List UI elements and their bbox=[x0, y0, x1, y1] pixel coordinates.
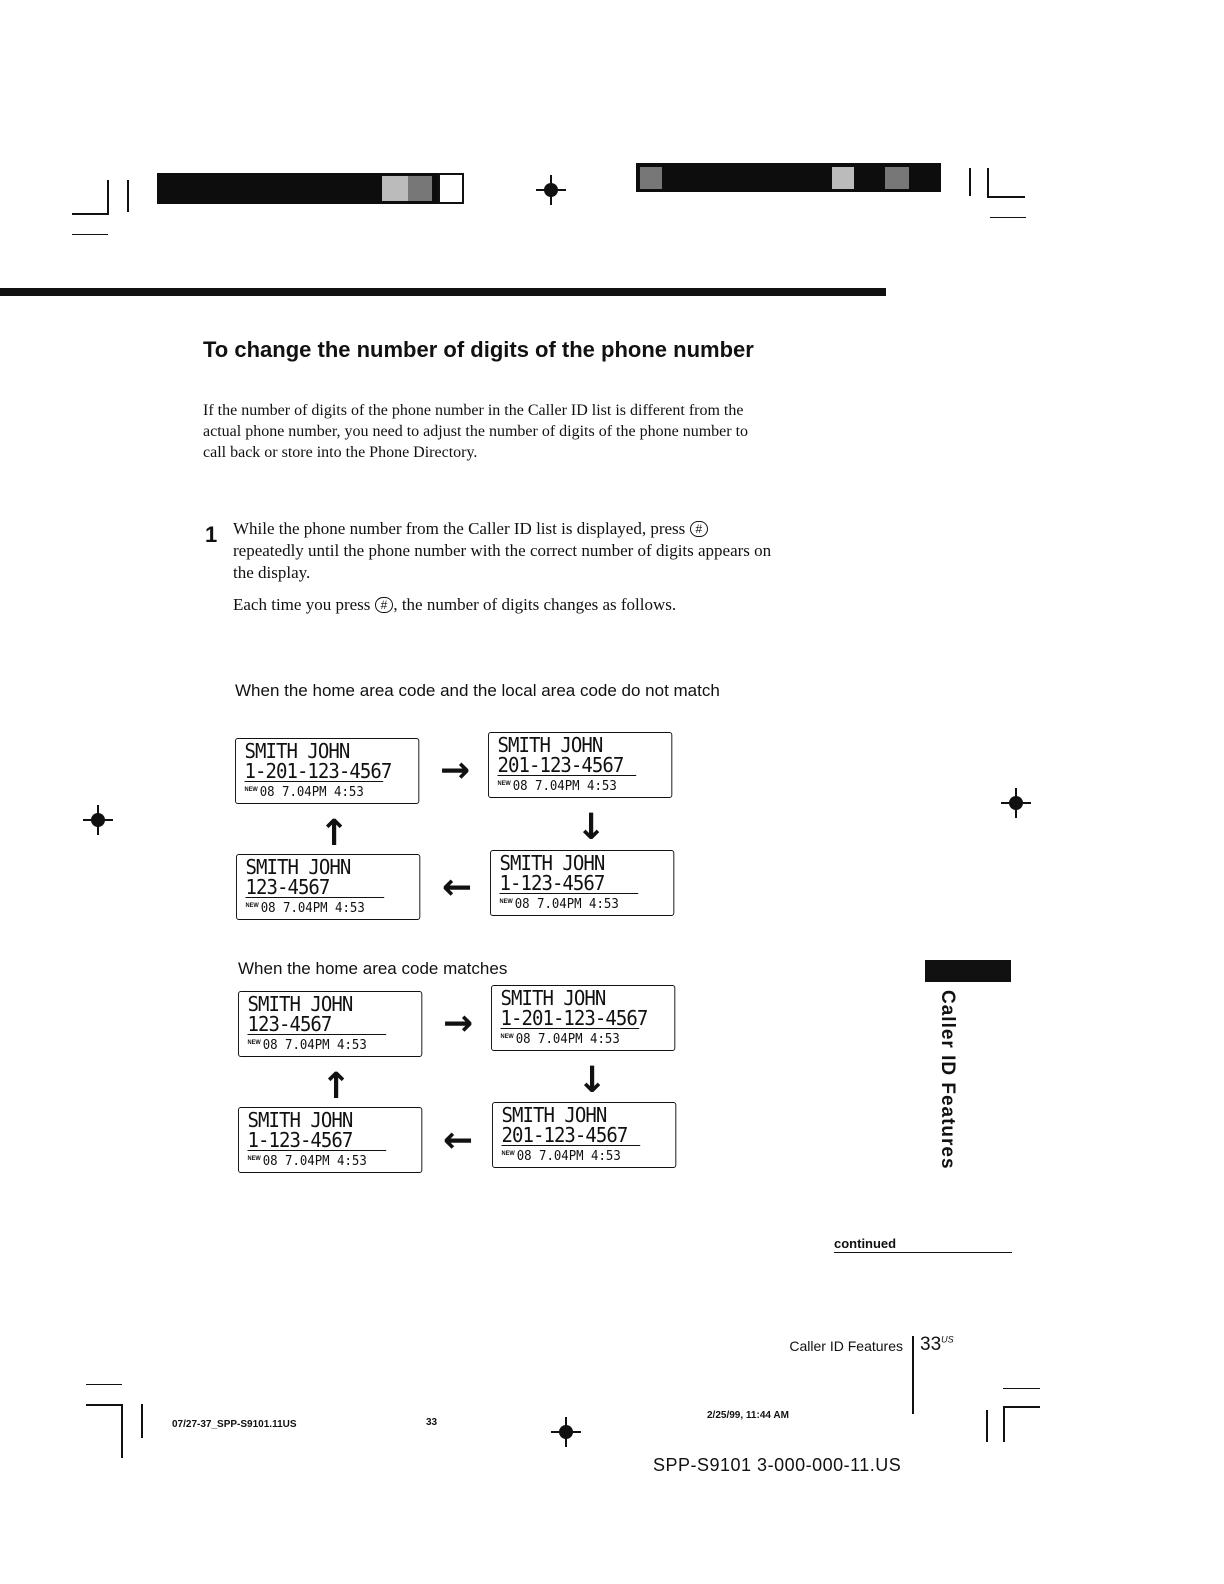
step-subtext: Each time you press #, the number of dig… bbox=[233, 594, 778, 616]
page-number-suffix: US bbox=[941, 1334, 954, 1345]
section-heading: To change the number of digits of the ph… bbox=[203, 337, 754, 362]
arrow-down-icon: ↓ bbox=[577, 1060, 608, 1101]
arrow-left-icon: ← bbox=[442, 867, 473, 908]
model-number: SPP-S9101 3-000-000-11.US bbox=[653, 1455, 902, 1475]
arrow-up-icon: ↑ bbox=[319, 813, 350, 854]
side-tab-bar bbox=[925, 960, 1011, 982]
lcd-new-indicator: NEW bbox=[247, 1156, 261, 1162]
lcd-status-text: 08 7.04PM 4:53 bbox=[260, 901, 365, 916]
lcd-new-indicator: NEW bbox=[247, 1040, 261, 1046]
lcd-number: 201-123-4567 bbox=[497, 753, 625, 777]
footer-section-label: Caller ID Features bbox=[789, 1338, 903, 1354]
lcd-name: SMITH JOHN bbox=[247, 1108, 354, 1132]
slug-page: 33 bbox=[426, 1417, 438, 1428]
lcd-new-indicator: NEW bbox=[497, 781, 511, 787]
step-sub-b: , the number of digits changes as follow… bbox=[393, 595, 677, 614]
lcd-name: SMITH JOHN bbox=[244, 739, 351, 763]
arrow-right-icon: → bbox=[440, 750, 471, 791]
lcd-number: 123-4567 bbox=[245, 875, 331, 899]
step-text-a: While the phone number from the Caller I… bbox=[233, 519, 686, 538]
step-text-b: repeatedly until the phone number with t… bbox=[233, 541, 772, 582]
registration-mark-right bbox=[1001, 788, 1031, 818]
pound-key-icon: # bbox=[689, 521, 709, 537]
lcd-name: SMITH JOHN bbox=[500, 986, 607, 1010]
page-number-value: 33 bbox=[920, 1334, 942, 1355]
lcd-name: SMITH JOHN bbox=[497, 733, 604, 757]
registration-mark-bottom bbox=[551, 1417, 581, 1447]
step-instruction: While the phone number from the Caller I… bbox=[233, 518, 778, 584]
lcd-name: SMITH JOHN bbox=[501, 1103, 608, 1127]
continued-label: continued bbox=[834, 1236, 1012, 1253]
lcd-status-text: 08 7.04PM 4:53 bbox=[262, 1038, 367, 1053]
lcd-status-text: 08 7.04PM 4:53 bbox=[514, 897, 619, 912]
lcd-new-indicator: NEW bbox=[244, 787, 258, 793]
lcd-name: SMITH JOHN bbox=[245, 855, 352, 879]
step-sub-a: Each time you press bbox=[233, 595, 371, 614]
side-tab-label: Caller ID Features bbox=[937, 990, 958, 1170]
case-title-no-match: When the home area code and the local ar… bbox=[235, 681, 720, 700]
pound-key-icon: # bbox=[374, 597, 394, 613]
slug-date: 2/25/99, 11:44 AM bbox=[707, 1410, 789, 1421]
arrow-right-icon: → bbox=[443, 1003, 474, 1044]
lcd-status-text: 08 7.04PM 4:53 bbox=[512, 779, 617, 794]
lcd-status-text: 08 7.04PM 4:53 bbox=[259, 785, 364, 800]
lcd-status-text: 08 7.04PM 4:53 bbox=[516, 1149, 621, 1164]
lcd-new-indicator: NEW bbox=[500, 1034, 514, 1040]
lcd-new-indicator: NEW bbox=[499, 899, 513, 905]
arrow-down-icon: ↓ bbox=[576, 807, 607, 848]
lcd-status-text: 08 7.04PM 4:53 bbox=[515, 1032, 620, 1047]
arrow-left-icon: ← bbox=[443, 1120, 474, 1161]
slug-file: 07/27-37_SPP-S9101.11US bbox=[172, 1419, 297, 1430]
lcd-name: SMITH JOHN bbox=[247, 992, 354, 1016]
case-title-match: When the home area code matches bbox=[238, 959, 508, 978]
lcd-new-indicator: NEW bbox=[245, 903, 259, 909]
header-rule bbox=[0, 288, 886, 296]
lcd-number: 123-4567 bbox=[247, 1012, 333, 1036]
step-number: 1 bbox=[205, 522, 218, 547]
lcd-number: 1-201-123-4567 bbox=[500, 1006, 649, 1030]
lcd-number: 1-123-4567 bbox=[499, 871, 606, 895]
registration-mark-left bbox=[83, 805, 113, 835]
lcd-name: SMITH JOHN bbox=[499, 851, 606, 875]
lcd-number: 1-123-4567 bbox=[247, 1128, 354, 1152]
arrow-up-icon: ↑ bbox=[321, 1066, 352, 1107]
lcd-number: 201-123-4567 bbox=[501, 1123, 629, 1147]
lcd-new-indicator: NEW bbox=[501, 1151, 515, 1157]
lcd-number: 1-201-123-4567 bbox=[244, 759, 393, 783]
lcd-status-text: 08 7.04PM 4:53 bbox=[262, 1154, 367, 1169]
intro-paragraph: If the number of digits of the phone num… bbox=[203, 402, 749, 461]
registration-mark-top bbox=[536, 175, 566, 205]
footer-divider bbox=[912, 1336, 914, 1414]
page-number: 33US bbox=[920, 1334, 954, 1356]
